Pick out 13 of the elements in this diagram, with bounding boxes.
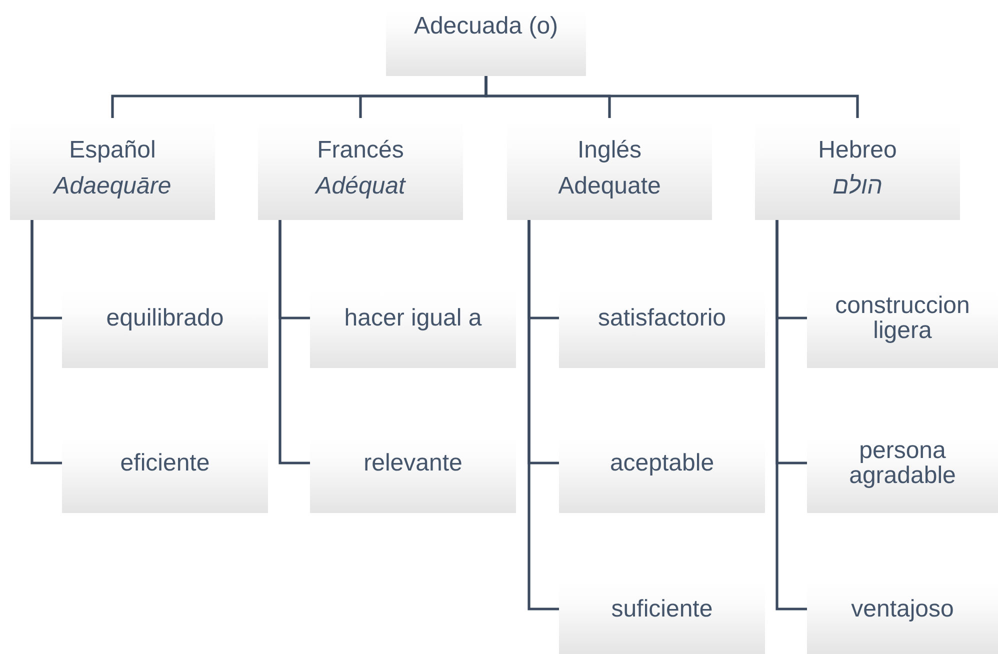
term-text: הולם xyxy=(832,174,882,198)
language-name: Francés xyxy=(317,138,404,162)
language-name: Español xyxy=(69,138,156,162)
language-name: Inglés xyxy=(577,138,642,162)
language-name: Hebreo xyxy=(818,138,897,162)
term-text: Adaequāre xyxy=(54,174,172,198)
connector-line xyxy=(528,220,559,610)
connector-line xyxy=(484,76,859,118)
term-text: Adequate xyxy=(558,174,661,198)
connector-line xyxy=(30,220,62,464)
term-text: Adéquat xyxy=(316,174,406,198)
connector-line xyxy=(278,220,310,464)
connector-line xyxy=(776,220,807,610)
